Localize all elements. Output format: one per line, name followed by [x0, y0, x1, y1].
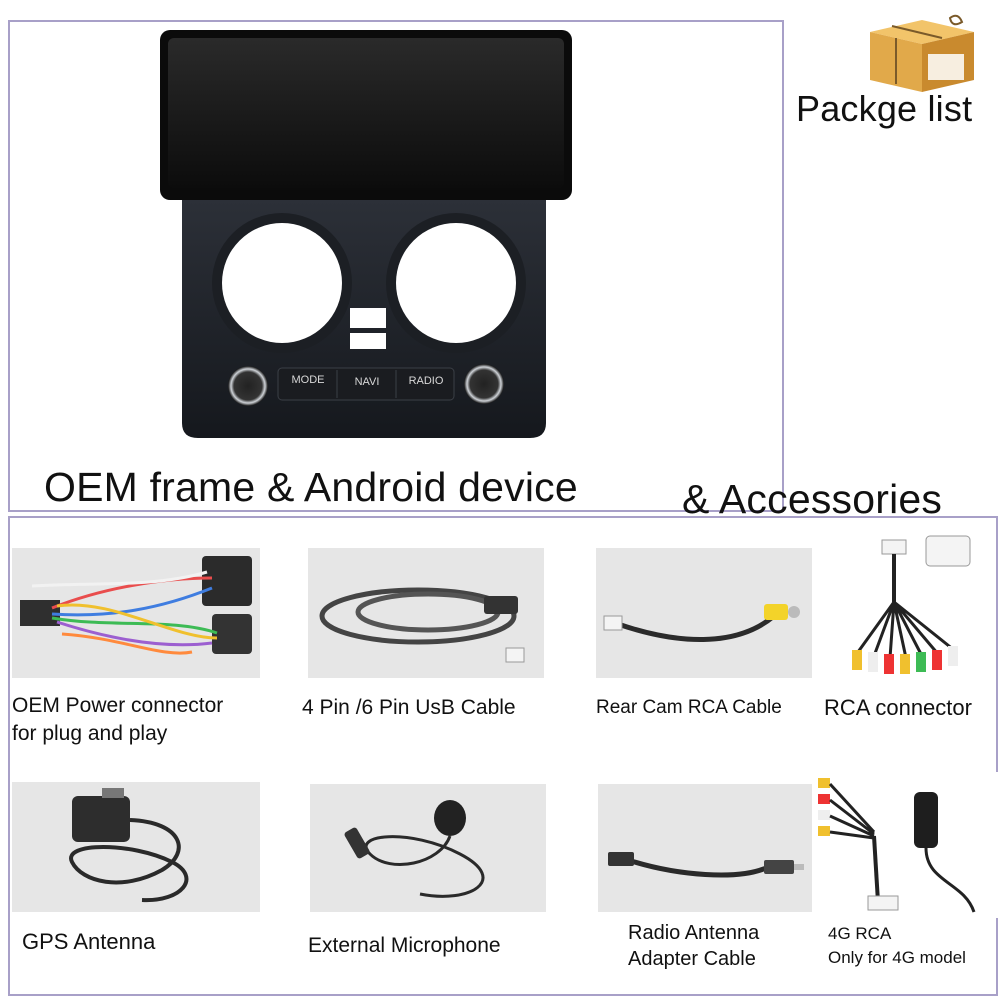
package-box-icon — [862, 10, 982, 94]
label-line: for plug and play — [12, 722, 168, 745]
4g-rca-image — [814, 772, 1000, 918]
oem-power-connector-image — [12, 548, 260, 678]
label-radio-antenna: Radio Antenna Adapter Cable — [628, 920, 759, 972]
label-line: 4 Pin /6 Pin UsB Cable — [302, 696, 516, 719]
external-microphone-image — [310, 784, 546, 912]
label-line: Rear Cam RCA Cable — [596, 697, 782, 718]
radio-antenna-adapter-image — [598, 784, 812, 912]
label-line: External Microphone — [308, 934, 501, 957]
accessories-caption: & Accessories — [682, 476, 943, 522]
label-line: Radio Antenna — [628, 922, 760, 944]
device-button-radio: RADIO — [408, 375, 444, 387]
label-microphone: External Microphone — [308, 932, 501, 960]
rca-connector-image — [838, 532, 978, 680]
label-line: GPS Antenna — [22, 929, 156, 954]
label-4g-rca: 4G RCA Only for 4G model — [828, 922, 966, 970]
label-line: OEM Power connector — [12, 694, 224, 717]
device-panel — [8, 20, 784, 512]
android-head-unit-image — [150, 28, 580, 448]
label-oem-power: OEM Power connector for plug and play — [12, 692, 223, 748]
label-gps-antenna: GPS Antenna — [22, 928, 155, 956]
package-list-title: Packge list — [796, 88, 973, 129]
label-line: Only for 4G model — [828, 948, 966, 967]
usb-cable-image — [308, 548, 544, 678]
label-line: Adapter Cable — [628, 948, 756, 970]
accessories-panel — [8, 516, 998, 996]
label-line: 4G RCA — [828, 924, 892, 943]
device-caption: OEM frame & Android device — [44, 464, 578, 510]
label-usb-cable: 4 Pin /6 Pin UsB Cable — [302, 694, 516, 722]
gps-antenna-image — [12, 782, 260, 912]
device-button-navi: NAVI — [354, 376, 380, 388]
label-rear-cam: Rear Cam RCA Cable — [596, 694, 782, 722]
rear-cam-rca-cable-image — [596, 548, 812, 678]
label-line: RCA connector — [824, 695, 972, 720]
device-button-mode: MODE — [291, 374, 325, 386]
label-rca-connector: RCA connector — [824, 694, 972, 722]
